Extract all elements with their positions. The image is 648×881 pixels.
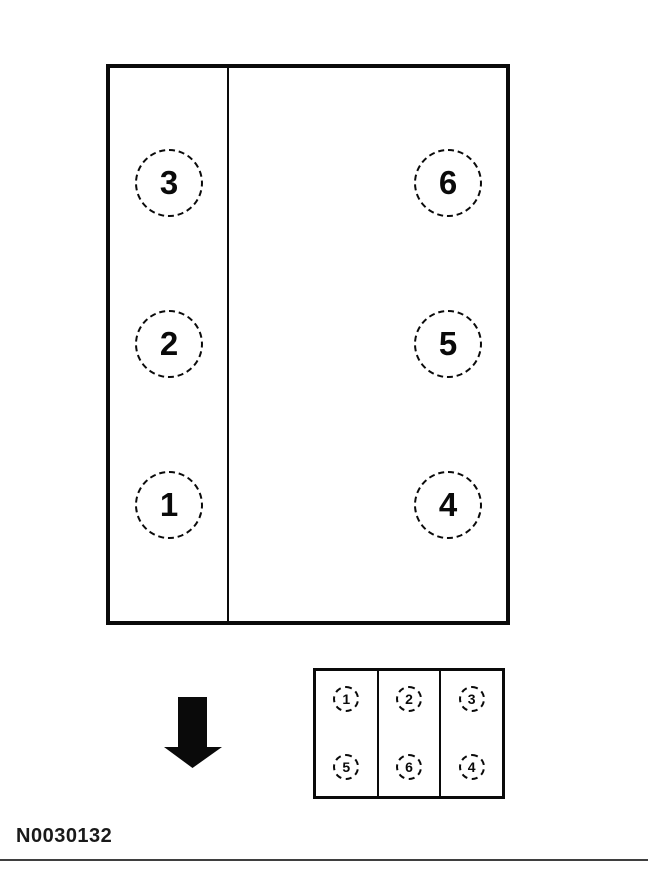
- terminal-circle-6: 6: [396, 754, 422, 780]
- terminal-circle-4: 4: [458, 754, 485, 780]
- bottom-divider-rule: [0, 859, 648, 861]
- cylinder-circle-5: 5: [414, 310, 482, 378]
- cylinder-circle-6: 6: [414, 149, 482, 217]
- connector-cell-2: 2 6: [376, 671, 442, 796]
- terminal-circle-5: 5: [333, 754, 360, 780]
- down-arrow-icon: [164, 697, 222, 768]
- cylinder-circle-4: 4: [414, 471, 482, 539]
- cylinder-circle-1: 1: [135, 471, 203, 539]
- cylinder-circle-2: 2: [135, 310, 203, 378]
- engine-outline-box: 3 2 1 6 5 4: [106, 64, 510, 625]
- connector-cell-1: 1 5: [316, 671, 377, 796]
- connector-cell-3: 3 4: [441, 671, 502, 796]
- figure-id-label: N0030132: [16, 825, 113, 847]
- coil-connector-box: 1 5 2 6 3 4: [313, 668, 505, 799]
- cylinder-circle-3: 3: [135, 149, 203, 217]
- terminal-circle-2: 2: [396, 686, 422, 712]
- terminal-circle-1: 1: [333, 686, 360, 712]
- terminal-circle-3: 3: [458, 686, 485, 712]
- engine-bank-divider-line: [227, 68, 229, 621]
